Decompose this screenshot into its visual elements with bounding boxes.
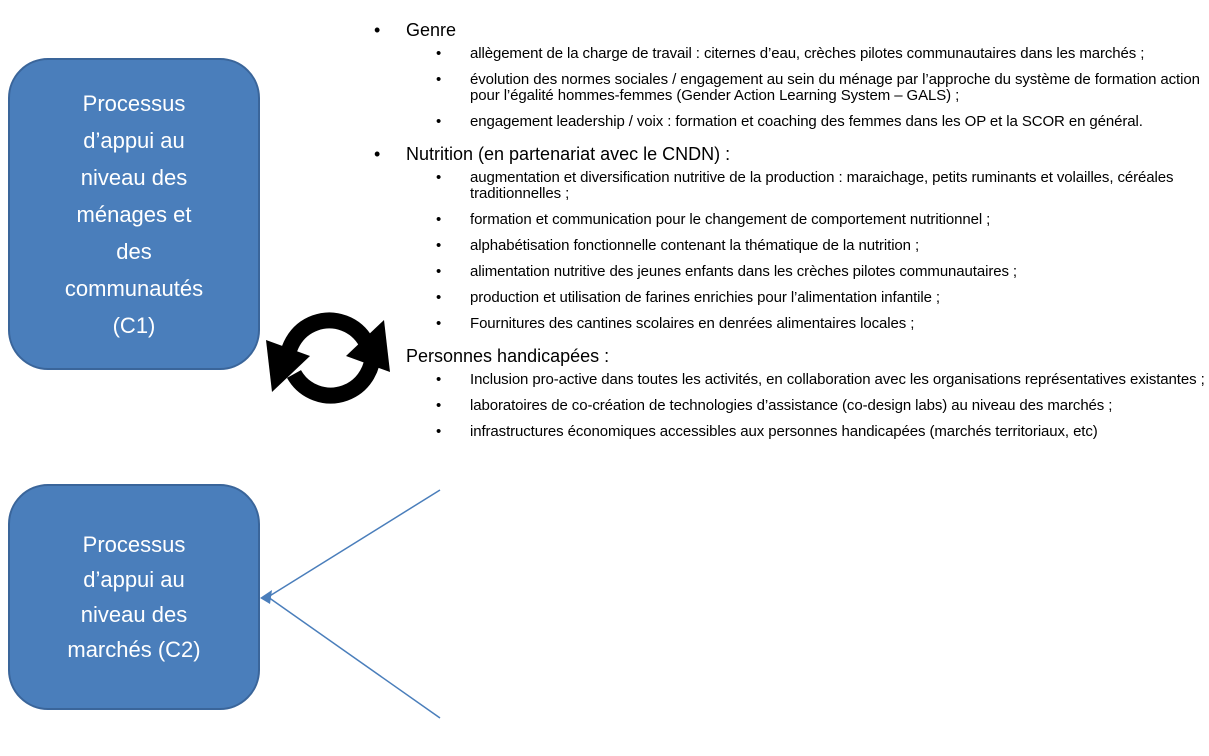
list-item: allègement de la charge de travail : cit…	[370, 46, 1205, 63]
c2-line: niveau des	[80, 602, 188, 627]
sub-list: Inclusion pro-active dans toutes les act…	[370, 372, 1205, 441]
section-title: Genre	[370, 16, 1205, 44]
c1-line: des	[116, 238, 152, 264]
list-item: production et utilisation de farines enr…	[370, 290, 1205, 307]
list-item: engagement leadership / voix : formation…	[370, 114, 1205, 131]
c1-line: niveau des	[80, 164, 188, 190]
section-nutrition: Nutrition (en partenariat avec le CNDN) …	[370, 140, 1205, 332]
sub-list: allègement de la charge de travail : cit…	[370, 46, 1205, 131]
list-item: évolution des normes sociales / engageme…	[370, 72, 1205, 104]
c2-line: Processus	[82, 532, 186, 557]
section-title: Personnes handicapées :	[370, 342, 1205, 370]
c1-line: Processus	[82, 90, 186, 116]
content-list: Genre allègement de la charge de travail…	[370, 16, 1205, 450]
cycle-arrowhead-bottom	[266, 340, 310, 392]
list-item: Fournitures des cantines scolaires en de…	[370, 316, 1205, 333]
sub-list: augmentation et diversification nutritiv…	[370, 170, 1205, 333]
arrow-head	[260, 590, 272, 604]
arrow-line-lower	[267, 596, 441, 719]
c1-line: (C1)	[112, 312, 156, 338]
c1-line: ménages et	[76, 201, 192, 227]
c1-process-box: Processus d’appui au niveau des ménages …	[8, 58, 260, 370]
list-item: alphabétisation fonctionnelle contenant …	[370, 238, 1205, 255]
list-item: laboratoires de co-création de technolog…	[370, 398, 1205, 415]
list-item: augmentation et diversification nutritiv…	[370, 170, 1205, 202]
c2-line: marchés (C2)	[67, 637, 201, 662]
section-genre: Genre allègement de la charge de travail…	[370, 16, 1205, 130]
c2-line: d’appui au	[83, 567, 185, 592]
c1-line: communautés	[64, 275, 204, 301]
c1-process-label: Processus d’appui au niveau des ménages …	[65, 85, 203, 344]
section-handicap: Personnes handicapées : Inclusion pro-ac…	[370, 342, 1205, 440]
list-item: formation et communication pour le chang…	[370, 212, 1205, 229]
c2-process-label: Processus d’appui au niveau des marchés …	[67, 527, 200, 667]
c1-line: d’appui au	[83, 127, 185, 153]
arrow-line-upper	[267, 489, 441, 598]
list-item: alimentation nutritive des jeunes enfant…	[370, 264, 1205, 281]
c2-process-box: Processus d’appui au niveau des marchés …	[8, 484, 260, 710]
section-title: Nutrition (en partenariat avec le CNDN) …	[370, 140, 1205, 168]
list-item: infrastructures économiques accessibles …	[370, 424, 1205, 441]
list-item: Inclusion pro-active dans toutes les act…	[370, 372, 1205, 389]
